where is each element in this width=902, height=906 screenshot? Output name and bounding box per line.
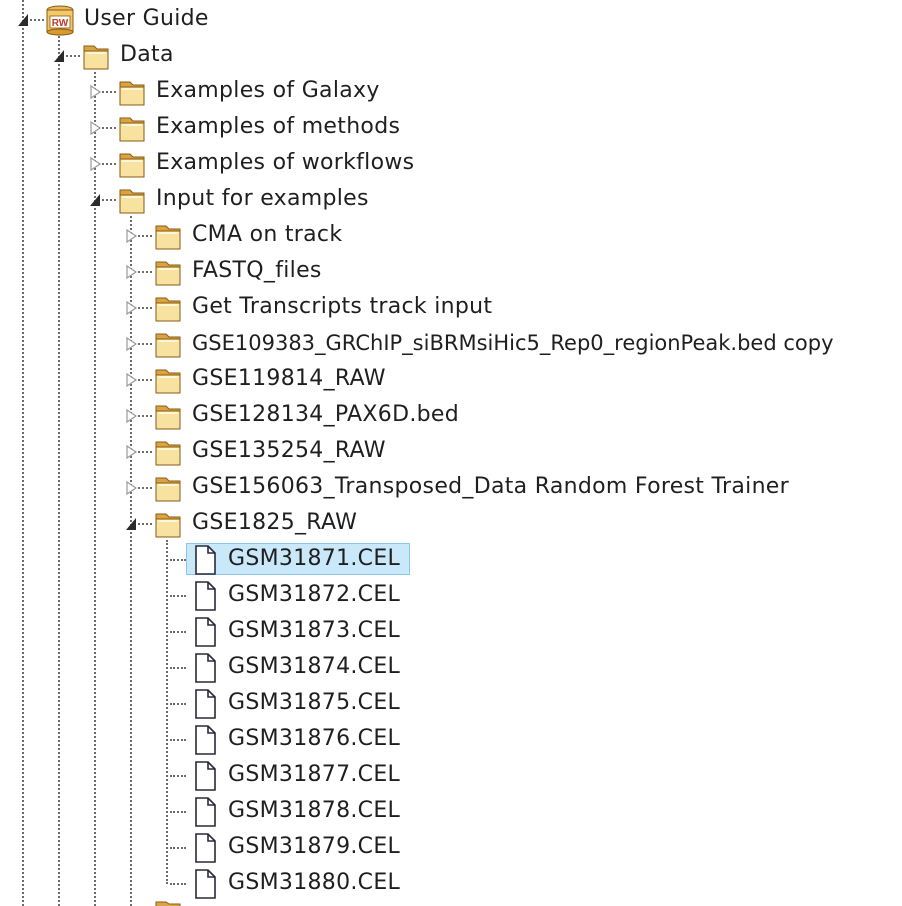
folder-icon: [155, 225, 181, 250]
collapsed-toggle-icon[interactable]: [88, 156, 102, 172]
folder-icon: [155, 477, 181, 502]
file-icon: [195, 797, 216, 827]
tree-node-label: Input for examples: [156, 186, 369, 211]
tree-file-gsm31871[interactable]: GSM31871.CEL: [0, 542, 902, 578]
tree-node-examples-of-galaxy[interactable]: Examples of Galaxy: [0, 74, 902, 110]
folder-icon: [155, 297, 181, 322]
tree-file-gsm31878[interactable]: GSM31878.CEL: [0, 794, 902, 830]
collapsed-toggle-icon[interactable]: [124, 480, 138, 496]
file-icon: [195, 617, 216, 647]
tree-node-label: User Guide: [84, 6, 209, 31]
tree-file-gsm31873[interactable]: GSM31873.CEL: [0, 614, 902, 650]
file-icon: [195, 653, 216, 683]
tree-node-label: GSM31873.CEL: [228, 618, 401, 643]
collapsed-toggle-icon[interactable]: [124, 372, 138, 388]
tree-guide-line: [22, 0, 24, 906]
collapsed-toggle-icon[interactable]: [88, 120, 102, 136]
tree-node-label: GSM31872.CEL: [228, 582, 401, 607]
tree-node-label: GSE119814_RAW: [192, 366, 386, 391]
tree-file-gsm31880[interactable]: GSM31880.CEL: [0, 866, 902, 902]
tree-file-gsm31877[interactable]: GSM31877.CEL: [0, 758, 902, 794]
tree-node-label: Examples of methods: [156, 114, 401, 139]
folder-icon: [119, 153, 145, 178]
collapsed-toggle-icon[interactable]: [124, 336, 138, 352]
tree-node-label: GSM31876.CEL: [228, 726, 401, 751]
tree-node-fastq-files[interactable]: FASTQ_files: [0, 254, 902, 290]
tree-node-label: GSM31875.CEL: [228, 690, 401, 715]
tree-node-data[interactable]: Data: [0, 38, 902, 74]
tree-node-user-guide[interactable]: RW User Guide: [0, 2, 902, 38]
collapsed-toggle-icon[interactable]: [124, 444, 138, 460]
tree-node-input-for-examples[interactable]: Input for examples: [0, 182, 902, 218]
tree-node-label: GSE156063_Transposed_Data Random Forest …: [192, 474, 789, 499]
expanded-toggle-icon[interactable]: [88, 192, 102, 208]
file-icon: [195, 545, 216, 575]
folder-icon: [155, 513, 181, 538]
folder-icon: [155, 261, 181, 286]
collapsed-toggle-icon[interactable]: [124, 300, 138, 316]
tree-node-label: GSE109383_GRChIP_siBRMsiHic5_Rep0_region…: [192, 331, 834, 355]
tree-guide-line: [166, 540, 168, 884]
tree-node-label: Examples of Galaxy: [156, 78, 380, 103]
collapsed-toggle-icon[interactable]: [124, 264, 138, 280]
collapsed-toggle-icon[interactable]: [124, 408, 138, 424]
tree-file-gsm31872[interactable]: GSM31872.CEL: [0, 578, 902, 614]
folder-icon: [155, 369, 181, 394]
rw-app-icon: RW: [46, 5, 74, 36]
folder-icon: [119, 117, 145, 142]
tree-node-label: GSM31880.CEL: [228, 870, 401, 895]
tree-node-gse1825-raw[interactable]: GSE1825_RAW: [0, 506, 902, 542]
tree-node-label: GSM31879.CEL: [228, 834, 401, 859]
folder-icon: [119, 189, 145, 214]
tree-node-label: Examples of workflows: [156, 150, 415, 175]
tree-node-gse156063[interactable]: GSE156063_Transposed_Data Random Forest …: [0, 470, 902, 506]
folder-icon: [155, 441, 181, 466]
svg-text:RW: RW: [52, 18, 69, 29]
tree-node-gse128134[interactable]: GSE128134_PAX6D.bed: [0, 398, 902, 434]
folder-icon: [155, 405, 181, 430]
tree-node-cma-on-track[interactable]: CMA on track: [0, 218, 902, 254]
tree-file-gsm31874[interactable]: GSM31874.CEL: [0, 650, 902, 686]
tree-guide-line: [130, 216, 132, 906]
expanded-toggle-icon[interactable]: [124, 516, 138, 532]
tree-node-label: CMA on track: [192, 222, 343, 247]
file-icon: [195, 869, 216, 899]
file-icon: [195, 833, 216, 863]
collapsed-toggle-icon[interactable]: [124, 228, 138, 244]
collapsed-toggle-icon[interactable]: [88, 84, 102, 100]
tree-node-examples-of-methods[interactable]: Examples of methods: [0, 110, 902, 146]
folder-icon: [83, 45, 109, 70]
selection-highlight: [186, 543, 410, 575]
tree-node-gse135254[interactable]: GSE135254_RAW: [0, 434, 902, 470]
expanded-toggle-icon[interactable]: [52, 48, 66, 64]
tree-guide-line: [94, 72, 96, 906]
tree-node-examples-of-workflows[interactable]: Examples of workflows: [0, 146, 902, 182]
tree-node-label: GSE135254_RAW: [192, 438, 386, 463]
tree-node-label: GSE128134_PAX6D.bed: [192, 402, 459, 427]
expanded-toggle-icon[interactable]: [16, 12, 30, 28]
tree-node-label: GSM31878.CEL: [228, 798, 401, 823]
tree-node-gse119814[interactable]: GSE119814_RAW: [0, 362, 902, 398]
tree-file-gsm31876[interactable]: GSM31876.CEL: [0, 722, 902, 758]
tree-file-gsm31875[interactable]: GSM31875.CEL: [0, 686, 902, 722]
folder-icon: [119, 81, 145, 106]
file-icon: [195, 689, 216, 719]
tree-node-label: Get Transcripts track input: [192, 294, 493, 319]
tree-node-label: GSM31877.CEL: [228, 762, 401, 787]
folder-icon: [155, 333, 181, 358]
tree-guide-line: [58, 36, 60, 906]
file-icon: [195, 725, 216, 755]
tree-node-gse109383[interactable]: GSE109383_GRChIP_siBRMsiHic5_Rep0_region…: [0, 326, 902, 362]
tree-file-gsm31879[interactable]: GSM31879.CEL: [0, 830, 902, 866]
tree-node-get-transcripts[interactable]: Get Transcripts track input: [0, 290, 902, 326]
tree-node-label: GSE1825_RAW: [192, 510, 358, 535]
tree-node-label: Data: [120, 42, 174, 67]
file-icon: [195, 761, 216, 791]
file-icon: [195, 581, 216, 611]
folder-icon: [155, 901, 181, 906]
tree-node-label: FASTQ_files: [192, 258, 322, 283]
tree-node-label: GSM31871.CEL: [228, 546, 401, 571]
tree-node-label: GSM31874.CEL: [228, 654, 401, 679]
